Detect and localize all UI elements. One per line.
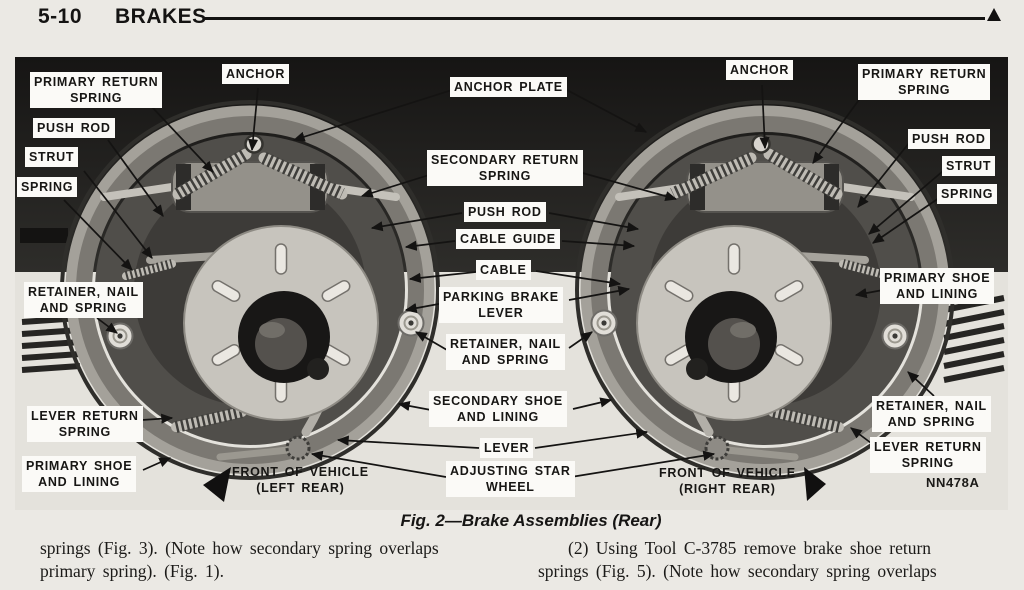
label-lever-return-spring-left: LEVER RETURN SPRING (27, 406, 143, 442)
label-spring-right: SPRING (937, 184, 998, 204)
body-text-right-column: (2) Using Tool C-3785 remove brake shoe … (538, 538, 937, 582)
label-retainer-nail-spring-right: RETAINER, NAIL AND SPRING (872, 396, 991, 432)
front-direction-arrow-left (203, 467, 231, 502)
label-strut-right: STRUT (942, 156, 996, 176)
header-rule-end-triangle-icon (987, 8, 1001, 21)
label-primary-return-spring-left: PRIMARY RETURN SPRING (30, 72, 163, 108)
section-title: BRAKES (115, 5, 207, 28)
label-anchor-right: ANCHOR (726, 60, 794, 80)
label-lever: LEVER (480, 438, 534, 458)
label-secondary-shoe-lining: SECONDARY SHOE AND LINING (429, 391, 567, 427)
callout-leader-lines (63, 84, 944, 478)
label-anchor-plate: ANCHOR PLATE (450, 77, 567, 97)
label-adjusting-star-wheel: ADJUSTING STAR WHEEL (446, 461, 575, 497)
label-cable-guide: CABLE GUIDE (456, 229, 560, 249)
photo-code: NN478A (926, 475, 980, 490)
page-number: 5-10 (38, 5, 83, 28)
label-secondary-return-spring: SECONDARY RETURN SPRING (427, 150, 583, 186)
label-lever-return-spring-right: LEVER RETURN SPRING (870, 437, 986, 473)
label-anchor-left: ANCHOR (222, 64, 290, 84)
body-text-left-column: springs (Fig. 3). (Note how secondary sp… (40, 538, 439, 582)
label-cable: CABLE (476, 260, 531, 280)
label-spring-left: SPRING (17, 177, 78, 197)
label-primary-shoe-lining-left: PRIMARY SHOE AND LINING (22, 456, 137, 492)
label-parking-brake-lever: PARKING BRAKE LEVER (439, 287, 563, 323)
header-rule (203, 17, 985, 20)
label-push-rod-right: PUSH ROD (908, 129, 990, 149)
label-front-of-vehicle-left: FRONT OF VEHICLE (LEFT REAR) (232, 465, 369, 495)
label-primary-return-spring-right: PRIMARY RETURN SPRING (858, 64, 991, 100)
front-direction-arrow-right (804, 467, 826, 501)
label-primary-shoe-lining-right: PRIMARY SHOE AND LINING (880, 268, 995, 304)
label-push-rod-center: PUSH ROD (464, 202, 546, 222)
figure-caption: Fig. 2—Brake Assemblies (Rear) (400, 511, 662, 530)
label-retainer-nail-spring-center: RETAINER, NAIL AND SPRING (446, 334, 565, 370)
label-front-of-vehicle-right: FRONT OF VEHICLE (RIGHT REAR) (659, 466, 796, 496)
label-retainer-nail-spring-left: RETAINER, NAIL AND SPRING (24, 282, 143, 318)
label-push-rod-left: PUSH ROD (33, 118, 115, 138)
label-strut-left: STRUT (25, 147, 79, 167)
